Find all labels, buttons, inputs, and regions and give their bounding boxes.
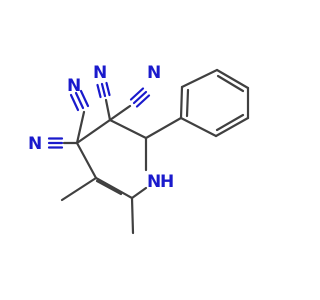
triple-bond-4c <box>129 87 145 101</box>
triple-bond-1a <box>74 91 85 110</box>
bond-c2-phenyl <box>144 116 183 140</box>
bond-n1-c6 <box>130 186 148 200</box>
dihydropyridine-ring <box>75 118 148 200</box>
phenyl-bond-2 <box>180 68 219 89</box>
bond-c3-cn-right <box>108 104 132 122</box>
nitrile-nitrogen-1: N <box>67 76 81 96</box>
triple-bond-3c <box>96 83 102 99</box>
phenyl-bond-3 <box>215 68 250 90</box>
phenyl-bond-6 <box>179 116 218 138</box>
triple-bond-1c <box>69 93 80 112</box>
phenyl-bond-1 <box>179 85 184 120</box>
triple-bond-1b <box>79 89 90 108</box>
phenyl-ring <box>144 68 250 140</box>
phenyl-bond-3-inner <box>216 74 245 93</box>
phenyl-bond-5 <box>214 116 250 138</box>
bond-c6-methyl <box>130 196 135 235</box>
nitrile-nitrogen-4: N <box>147 63 161 83</box>
triple-bond-4a <box>132 90 148 105</box>
bond-c5-c4 <box>75 141 98 180</box>
bond-c6-c5-double <box>95 179 123 196</box>
bond-c3-cn-left <box>104 98 112 122</box>
molecule-structure: N N N N N H <box>28 63 250 235</box>
phenyl-bond-1-inner <box>185 88 190 118</box>
triple-bond-3b <box>105 81 111 97</box>
atom-labels: N N N N N H <box>28 63 174 192</box>
nitrile-groups <box>47 81 151 149</box>
triple-bond-4b <box>135 94 151 108</box>
nitrile-nitrogen-2: N <box>28 134 42 154</box>
bond-c5-methyl <box>60 176 98 202</box>
bond-c4-c3 <box>75 118 112 145</box>
bond-c4-cn-upper <box>75 110 86 145</box>
nitrile-nitrogen-3: N <box>93 63 107 83</box>
bond-c6-c5 <box>94 176 134 200</box>
bond-c3-c2 <box>108 118 148 140</box>
phenyl-bond-5-inner <box>215 113 245 132</box>
methyl-groups <box>60 176 135 235</box>
ring-nitrogen: N <box>147 172 161 192</box>
triple-bond-3a <box>100 82 107 98</box>
molecule-canvas: N N N N N H <box>28 63 250 235</box>
ring-nitrogen-hydrogen: H <box>160 172 174 192</box>
